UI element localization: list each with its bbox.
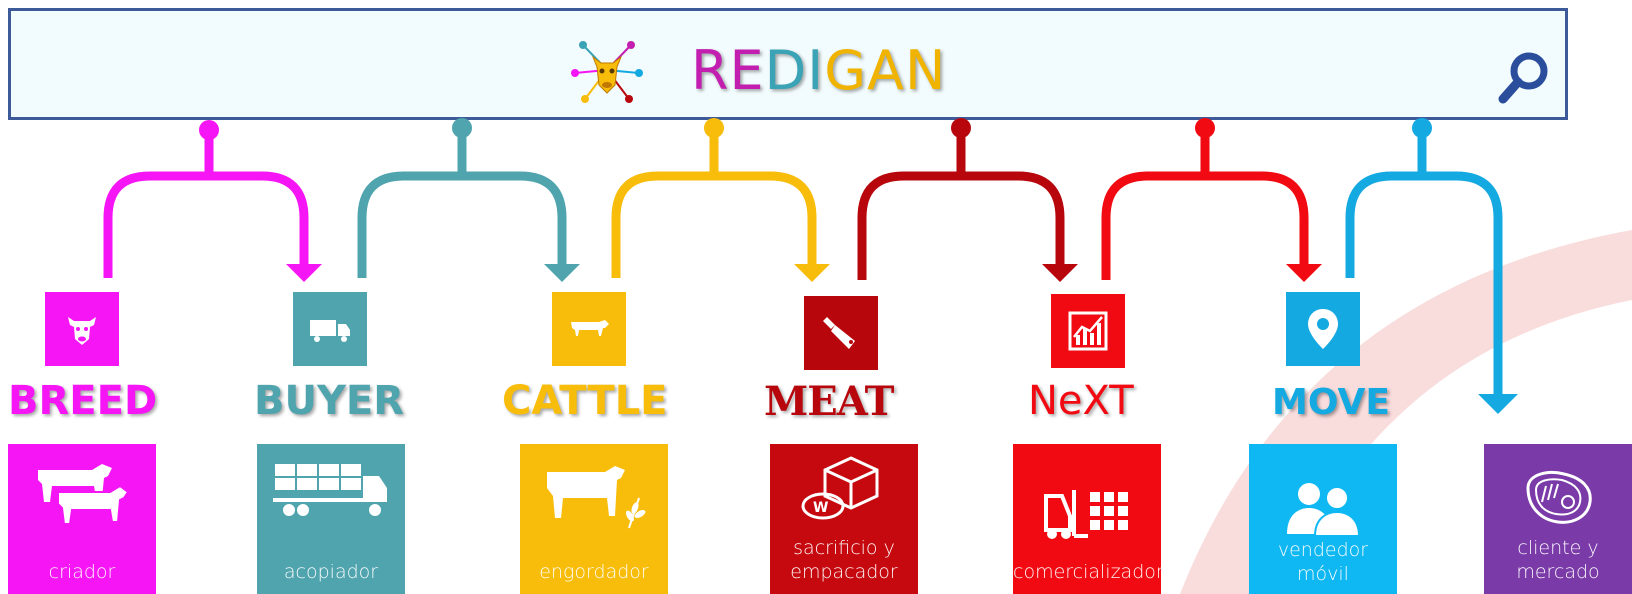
tile-criador[interactable]: criador [8, 444, 156, 594]
livestock-truck-icon [273, 464, 387, 516]
title-letter: E [729, 39, 765, 102]
title-letter: I [807, 39, 825, 102]
svg-text:W: W [813, 500, 828, 516]
cattle-icon-square [552, 292, 626, 366]
heading-breed: BREED [8, 378, 158, 424]
heading-buyer: BUYER [254, 378, 405, 424]
chart-icon [1068, 311, 1108, 351]
title-letter: N [905, 39, 947, 102]
cow-head-icon [68, 317, 96, 345]
search-icon[interactable] [1497, 49, 1553, 105]
truck-icon [310, 320, 350, 342]
connector-meat [857, 128, 1065, 280]
forklift-icon [1044, 490, 1128, 539]
tile-label: criador [48, 561, 116, 583]
title-letter: R [691, 39, 730, 102]
tile-label: acopiador [283, 561, 379, 583]
heading-meat: MEAT [764, 378, 894, 425]
buyer-icon-square [293, 292, 367, 366]
tile-label: comercializador [1013, 561, 1161, 583]
connector-move [1345, 128, 1503, 396]
connector-cattle [611, 128, 817, 278]
location-pin-icon [1308, 309, 1338, 349]
people-icon [1287, 483, 1361, 536]
two-cows-icon [38, 464, 130, 525]
heading-move: MOVE [1272, 382, 1390, 423]
header-bar: REDIGAN [8, 8, 1568, 120]
box-and-steak-icon: W [801, 456, 879, 520]
heading-cattle: CATTLE [502, 378, 668, 424]
connector-breed [103, 130, 309, 278]
next-icon-square [1051, 294, 1125, 368]
tile-comercializador[interactable]: comercializador [1013, 444, 1161, 594]
cleaver-icon [823, 317, 855, 349]
cow-and-wheat-icon [547, 466, 646, 529]
title-letter: D [764, 39, 808, 102]
heading-next: NeXT [1028, 378, 1134, 424]
tile-engordador[interactable]: engordador [520, 444, 668, 594]
cow-icon [571, 320, 609, 336]
move-icon-square [1286, 292, 1360, 366]
redigan-logo-icon [571, 41, 643, 103]
meat-icon-square [804, 296, 878, 370]
connector-next [1101, 128, 1309, 280]
tile-acopiador[interactable]: acopiador [257, 444, 405, 594]
connector-buyer [357, 128, 567, 278]
app-title: REDIGAN [691, 39, 946, 102]
tile-label: engordador [539, 561, 649, 583]
steak-icon [1526, 471, 1592, 524]
title-letter: G [824, 39, 868, 102]
title-letter: A [867, 39, 905, 102]
breed-icon-square [45, 292, 119, 366]
